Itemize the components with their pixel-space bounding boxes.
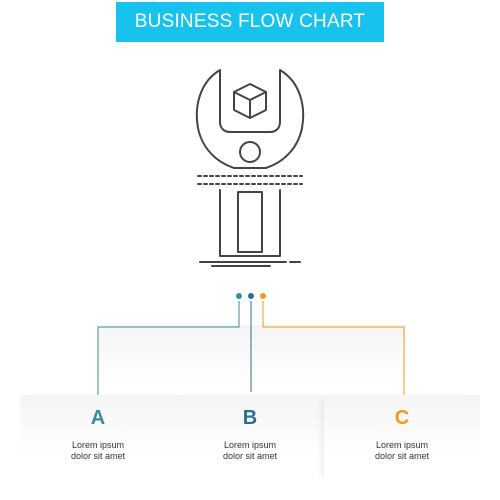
card-bg-a <box>20 395 176 483</box>
connector-line-a <box>97 301 240 398</box>
step-desc-c: Lorem ipsum dolor sit amet <box>324 440 480 462</box>
connector-panel-bg <box>98 325 406 385</box>
step-desc-a-line2: dolor sit amet <box>70 451 126 461</box>
wrench-box-icon <box>190 66 310 276</box>
connector-dot-a <box>236 293 242 299</box>
step-letter-c: C <box>394 407 410 429</box>
page-title: BUSINESS FLOW CHART <box>134 11 366 32</box>
connector-dot-c <box>260 293 266 299</box>
step-desc-b-line2: dolor sit amet <box>222 451 278 461</box>
step-desc-a-line1: Lorem ipsum <box>71 440 125 450</box>
step-card-a: A Lorem ipsum dolor sit amet <box>20 393 176 485</box>
step-desc-a: Lorem ipsum dolor sit amet <box>20 440 176 462</box>
step-card-b: B Lorem ipsum dolor sit amet <box>172 393 328 485</box>
step-desc-c-line1: Lorem ipsum <box>375 440 429 450</box>
connector-dot-b <box>248 293 254 299</box>
step-letter-b: B <box>242 407 258 429</box>
card-bg-b <box>172 395 328 483</box>
card-bg-c <box>324 395 480 483</box>
step-letter-a: A <box>90 407 106 429</box>
step-card-c: C Lorem ipsum dolor sit amet <box>324 393 480 485</box>
step-desc-b: Lorem ipsum dolor sit amet <box>172 440 328 462</box>
title-banner: BUSINESS FLOW CHART <box>116 2 384 42</box>
step-desc-c-line2: dolor sit amet <box>374 451 430 461</box>
connector-line-c <box>262 301 405 398</box>
step-desc-b-line1: Lorem ipsum <box>223 440 277 450</box>
